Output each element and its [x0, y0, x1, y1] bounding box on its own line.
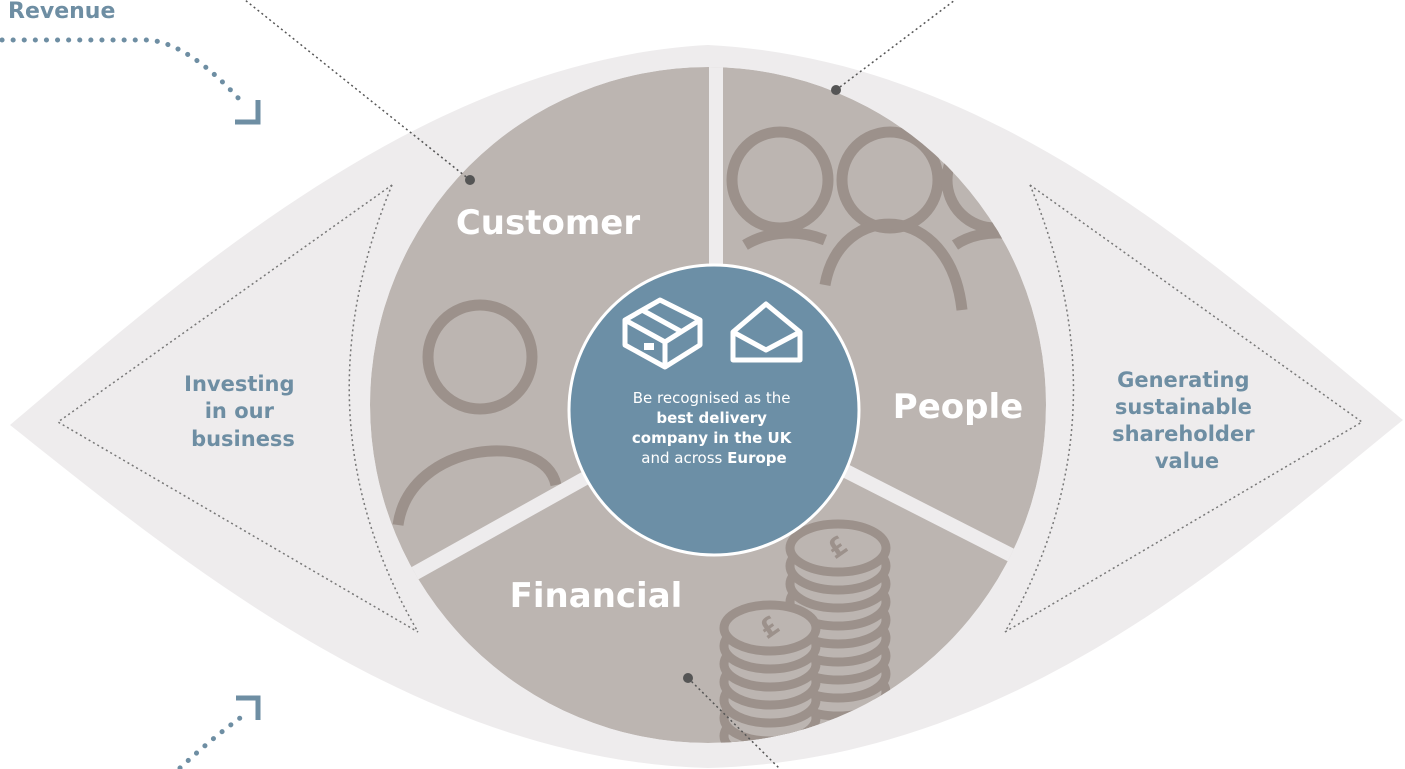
- left-label: Investing in our business: [184, 372, 302, 451]
- right-dotted-arc: [1004, 184, 1075, 633]
- person-icon: [392, 299, 562, 527]
- left-dotted-arc: [348, 184, 419, 633]
- segment-title-financial: Financial: [510, 576, 683, 616]
- right-label-line-1: Generating: [1117, 368, 1249, 392]
- segment-title-customer: Customer: [456, 203, 640, 243]
- coin-ring: [719, 600, 821, 656]
- right-dotted-diamond: [1004, 184, 1364, 633]
- segment-title-people: People: [893, 387, 1023, 427]
- left-label-line-1: Investing: [184, 372, 294, 396]
- mission-line-1: Be recognised as the: [633, 389, 791, 407]
- right-label: Generating sustainable shareholder value: [1112, 368, 1262, 473]
- revenue-dotted-arrow: [0, 37, 243, 103]
- mission-line-4-bold: Europe: [727, 449, 787, 467]
- left-label-line-2: in our: [205, 399, 275, 423]
- right-label-line-2: sustainable: [1115, 395, 1252, 419]
- pointer-lines: [244, 0, 956, 769]
- left-dotted-diamond: [56, 184, 419, 633]
- parcel-icon: [622, 297, 703, 370]
- left-label-line-3: business: [191, 427, 295, 451]
- right-label-line-4: value: [1155, 449, 1219, 473]
- mission-line-4-plain: and across: [641, 449, 727, 467]
- right-label-line-3: shareholder: [1112, 422, 1255, 446]
- mission-line-3: company in the UK: [632, 429, 793, 447]
- coin-ring: [785, 519, 891, 577]
- revenue-arrow-head: [235, 100, 261, 125]
- bottom-arrow-head: [236, 695, 261, 720]
- bottom-dotted-arrow: [177, 715, 243, 769]
- center-text: Be recognised as the best delivery compa…: [632, 389, 796, 467]
- revenue-label: Revenue: [8, 0, 115, 24]
- mission-line-2: best delivery: [656, 409, 767, 427]
- coin-stack-icon: £ £: [719, 519, 891, 743]
- mission-line-4: and across Europe: [641, 449, 786, 467]
- envelope-icon: [730, 301, 803, 363]
